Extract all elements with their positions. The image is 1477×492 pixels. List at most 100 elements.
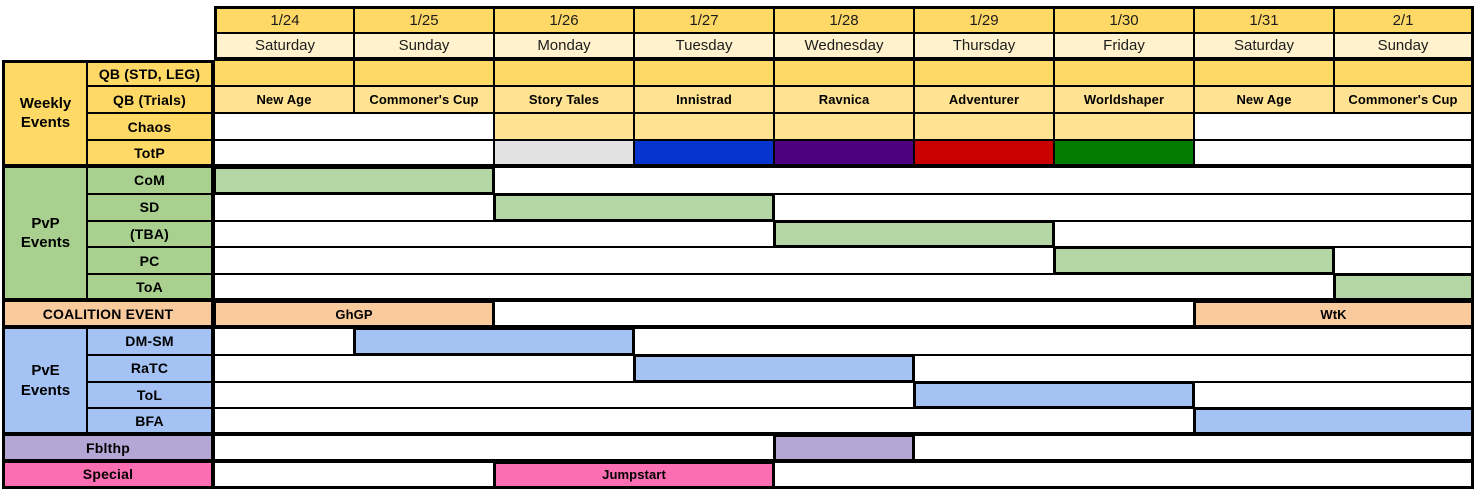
date-header: 1/24 — [214, 6, 354, 33]
com-bar — [214, 166, 494, 194]
qb-std-cell — [1194, 59, 1334, 87]
empty-cell — [1194, 140, 1474, 167]
empty-cell — [214, 327, 354, 355]
empty-cell — [214, 113, 494, 141]
empty-cell — [214, 408, 1194, 436]
empty-cell — [774, 462, 1474, 489]
row-label-qb-std-leg: QB (STD, LEG) — [87, 59, 214, 87]
qb-std-cell — [354, 59, 494, 87]
trial-event: Commoner's Cup — [354, 86, 494, 114]
sd-bar — [494, 193, 774, 221]
toa-bar — [1334, 274, 1474, 302]
trial-event: New Age — [1194, 86, 1334, 114]
row-label-totp: TotP — [87, 140, 214, 167]
empty-cell — [634, 327, 1474, 355]
fblthp-bar — [774, 435, 914, 463]
bfa-bar — [1194, 408, 1474, 436]
chaos-active-cell — [494, 113, 634, 141]
date-header: 1/30 — [1054, 6, 1194, 33]
qb-std-cell — [774, 59, 914, 87]
tol-bar — [914, 381, 1194, 409]
ghgp-bar: GhGP — [214, 301, 494, 328]
row-label-tba: (TBA) — [87, 220, 214, 248]
group-label-pve-events: PvE Events — [2, 327, 87, 436]
header-spacer — [2, 6, 214, 60]
date-header: 1/29 — [914, 6, 1054, 33]
row-label-qb-trials: QB (Trials) — [87, 86, 214, 114]
row-label-chaos: Chaos — [87, 113, 214, 141]
row-label-special: Special — [2, 462, 214, 489]
row-label-bfa: BFA — [87, 408, 214, 436]
empty-cell — [914, 354, 1474, 382]
qb-std-cell — [914, 59, 1054, 87]
jumpstart-bar: Jumpstart — [494, 462, 774, 489]
trial-event: Commoner's Cup — [1334, 86, 1474, 114]
empty-cell — [1194, 381, 1474, 409]
empty-cell — [214, 462, 494, 489]
chaos-active-cell — [914, 113, 1054, 141]
empty-cell — [214, 274, 1334, 302]
trial-event: Story Tales — [494, 86, 634, 114]
ratc-bar — [634, 354, 914, 382]
day-header: Thursday — [914, 32, 1054, 60]
wtk-bar: WtK — [1194, 301, 1474, 328]
empty-cell — [214, 140, 494, 167]
row-label-coalition-event: COALITION EVENT — [2, 301, 214, 328]
empty-cell — [914, 435, 1474, 463]
totp-segment — [914, 140, 1054, 167]
row-label-com: CoM — [87, 166, 214, 194]
row-label-fblthp: Fblthp — [2, 435, 214, 463]
empty-cell — [214, 354, 634, 382]
date-header: 1/27 — [634, 6, 774, 33]
totp-segment — [1054, 140, 1194, 167]
empty-cell — [1334, 247, 1474, 275]
trial-event: Adventurer — [914, 86, 1054, 114]
trial-event: Innistrad — [634, 86, 774, 114]
totp-segment — [774, 140, 914, 167]
day-header: Wednesday — [774, 32, 914, 60]
day-header: Saturday — [1194, 32, 1334, 60]
row-label-dm-sm: DM-SM — [87, 327, 214, 355]
empty-cell — [494, 166, 1474, 194]
trial-event: Worldshaper — [1054, 86, 1194, 114]
qb-std-cell — [1334, 59, 1474, 87]
empty-cell — [214, 193, 494, 221]
qb-std-cell — [1054, 59, 1194, 87]
totp-segment — [634, 140, 774, 167]
empty-cell — [214, 435, 774, 463]
day-header: Friday — [1054, 32, 1194, 60]
day-header: Sunday — [1334, 32, 1474, 60]
qb-std-cell — [634, 59, 774, 87]
date-header: 1/28 — [774, 6, 914, 33]
trial-event: New Age — [214, 86, 354, 114]
group-label-weekly-events: Weekly Events — [2, 59, 87, 167]
empty-cell — [214, 381, 914, 409]
qb-std-cell — [214, 59, 354, 87]
date-header: 1/25 — [354, 6, 494, 33]
row-label-pc: PC — [87, 247, 214, 275]
empty-cell — [1054, 220, 1474, 248]
day-header: Monday — [494, 32, 634, 60]
date-header: 1/26 — [494, 6, 634, 33]
group-label-pvp-events: PvP Events — [2, 166, 87, 302]
row-label-toa: ToA — [87, 274, 214, 302]
trial-event: Ravnica — [774, 86, 914, 114]
day-header: Sunday — [354, 32, 494, 60]
schedule-grid: 1/24 1/25 1/26 1/27 1/28 1/29 1/30 1/31 … — [2, 6, 1474, 489]
pc-bar — [1054, 247, 1334, 275]
tba-bar — [774, 220, 1054, 248]
empty-cell — [774, 193, 1474, 221]
totp-segment — [494, 140, 634, 167]
day-header: Saturday — [214, 32, 354, 60]
row-label-sd: SD — [87, 193, 214, 221]
dm-sm-bar — [354, 327, 634, 355]
row-label-ratc: RaTC — [87, 354, 214, 382]
row-label-tol: ToL — [87, 381, 214, 409]
chaos-active-cell — [634, 113, 774, 141]
date-header: 1/31 — [1194, 6, 1334, 33]
chaos-active-cell — [774, 113, 914, 141]
qb-std-cell — [494, 59, 634, 87]
chaos-active-cell — [1054, 113, 1194, 141]
empty-cell — [214, 247, 1054, 275]
